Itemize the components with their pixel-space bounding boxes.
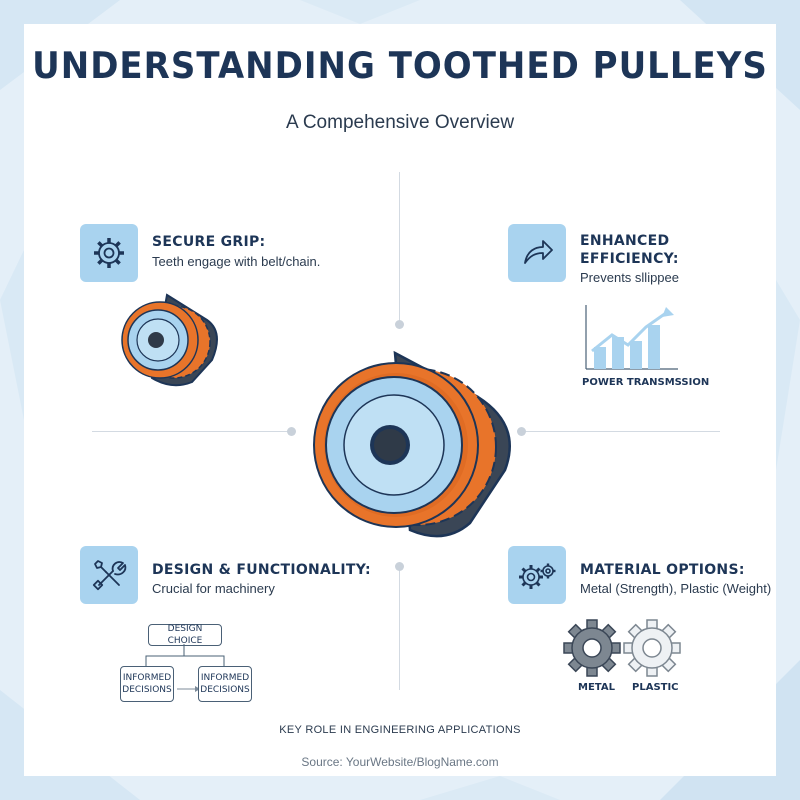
efficiency-desc: Prevents sllippee [580,270,679,285]
design-desc: Crucial for machinery [152,581,275,596]
footer-tagline: KEY ROLE IN ENGINEERING APPLICATIONS [279,724,521,736]
flow-box-informed-decisions-right: INFORMED DECISIONS [198,666,252,702]
metal-label: METAL [578,682,615,693]
connector-dot-top [395,320,404,329]
power-transmission-chart-icon [585,305,678,370]
arrow-icon [508,224,566,282]
efficiency-title-line2: EFFICIENCY: [580,251,679,267]
connector-dot-right [517,427,526,436]
power-transmission-label: POWER TRANSMSSION [582,377,710,388]
design-title: DESIGN & FUNCTIONALITY: [152,562,371,578]
secure-grip-title: SECURE GRIP: [152,234,266,250]
secure-grip-desc: Teeth engage with belt/chain. [152,254,321,269]
plastic-gear-icon [623,619,681,677]
gears-icon [508,546,566,604]
flow-right-line2: DECISIONS [200,685,250,695]
flow-left-line1: INFORMED [122,673,172,683]
connector-right [525,431,720,432]
connector-dot-bottom [395,562,404,571]
flow-right-line1: INFORMED [200,673,250,683]
central-pulley-illustration [313,350,511,538]
material-title: MATERIAL OPTIONS: [580,562,745,578]
small-pulley-illustration [121,293,218,387]
page-subtitle: A Compehensive Overview [285,112,515,133]
footer-source: Source: YourWebsite/BlogName.com [301,755,499,769]
connector-bottom [399,570,400,690]
connector-left [92,431,292,432]
efficiency-title-line1: ENHANCED [580,233,670,249]
flow-box-design-choice: DESIGN CHOICE [148,624,222,646]
flow-connectors [145,644,225,692]
page-title: UNDERSTANDING TOOTHED PULLEYS [32,44,768,88]
flow-box-informed-decisions-left: INFORMED DECISIONS [120,666,174,702]
gear-icon [80,224,138,282]
connector-dot-left [287,427,296,436]
material-desc: Metal (Strength), Plastic (Weight) [580,581,772,596]
connector-top [399,172,400,322]
flow-left-line2: DECISIONS [122,685,172,695]
plastic-label: PLASTIC [632,682,679,693]
tools-icon [80,546,138,604]
metal-gear-icon [563,619,621,677]
